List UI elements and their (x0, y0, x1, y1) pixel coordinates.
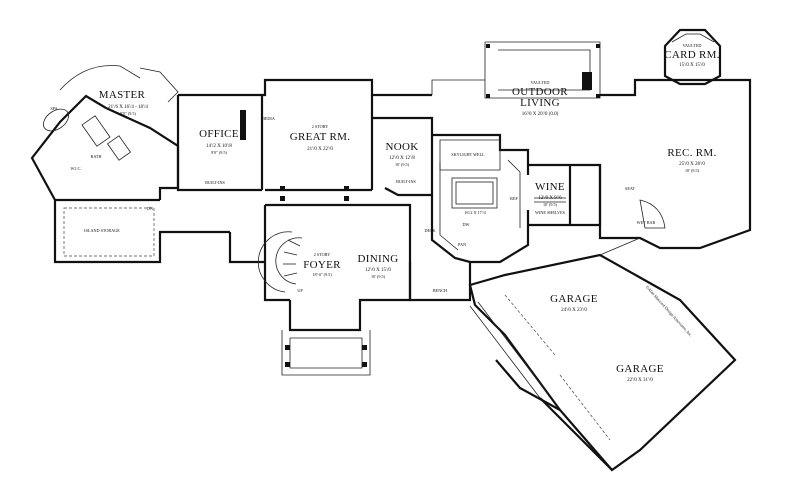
ref-label: REF (510, 196, 518, 201)
outdoor-note: VAULTED (531, 80, 550, 85)
closet-label: W.I.C. (71, 166, 82, 171)
skylight-well-label: SKYLIGHT WELL (451, 152, 485, 157)
outdoor-label-2: LIVING (520, 97, 560, 109)
rec-ceil: 10' (9.5) (685, 168, 700, 173)
room-wine: WINE 12'/0 X 9'/6 10' (9.5) (535, 181, 565, 207)
outdoor-label-1: OUTDOOR (512, 86, 568, 98)
kitchen-dim: 16'/2 X 17'/4 (464, 210, 486, 215)
master-dim: 21'/6 X 16'/4 - 18'/4 (108, 105, 148, 110)
room-outdoor-living: VAULTED OUTDOOR LIVING 16'/0 X 20'/0 (0.… (512, 80, 568, 117)
garage1-label: GARAGE (550, 293, 598, 305)
rec-dim: 25'/0 X 28'/0 (679, 162, 705, 167)
card-note: VAULTED (683, 43, 702, 48)
office-ceil: 9'0" (9.5) (211, 150, 227, 155)
spa-label: SPA (50, 106, 57, 111)
stair-up-label: UP (297, 288, 303, 293)
bath-label: BATH (91, 154, 102, 159)
wine-dim: 12'/0 X 9'/6 (538, 196, 562, 201)
nook-dim: 12'/0 X 12'/8 (389, 156, 415, 161)
built-ins-label-nook: BUILT-INS (396, 179, 416, 184)
wine-ceil: 10' (9.5) (543, 202, 558, 207)
room-great: 2 STORY GREAT RM. 21'/0 X 22'/0 (290, 124, 351, 152)
great-label: GREAT RM. (290, 131, 351, 143)
wine-shelves-label: WINE SHELVES (535, 210, 566, 215)
foyer-ceil: 18'-0" (9.5) (312, 272, 332, 277)
room-kitchen: 16'/2 X 17'/4 (464, 210, 486, 215)
nook-label: NOOK (386, 141, 419, 153)
office-label: OFFICE (199, 128, 239, 140)
interior-detail (43, 44, 666, 441)
master-label: MASTER (99, 89, 146, 101)
island-storage-label: ISLAND STORAGE (84, 228, 120, 233)
wet-bar-label: WET BAR (637, 220, 656, 225)
room-card: VAULTED CARD RM. 15'/0 X 15'/0 (664, 43, 720, 68)
room-dining: DINING 12'/0 X 15'/0 10' (9.5) (358, 253, 399, 279)
dining-ceil: 10' (9.5) (371, 274, 386, 279)
nook-ceil: 10' (9.5) (395, 162, 410, 167)
dining-label: DINING (358, 253, 399, 265)
drive-stripes (469, 301, 549, 399)
dining-dim: 12'/0 X 15'/0 (365, 268, 391, 273)
foyer-story: 2 STORY (314, 252, 331, 257)
garage2-dim: 22'/0 X 31'/0 (627, 378, 653, 383)
wine-label: WINE (535, 181, 565, 193)
pan-label: PAN (458, 242, 466, 247)
media-label: MEDIA (261, 116, 275, 121)
room-garage-2: GARAGE 22'/0 X 31'/0 (616, 363, 664, 383)
bench-label: BENCH (433, 288, 447, 293)
room-nook: NOOK 12'/0 X 12'/8 10' (9.5) (386, 141, 419, 167)
seat-label: SEAT (625, 186, 635, 191)
master-ceil: 9'0" (9.5) (120, 111, 136, 116)
room-foyer: 2 STORY FOYER 18'-0" (9.5) (303, 252, 341, 277)
garage1-dim: 24'/0 X 23'/0 (561, 308, 587, 313)
desk-label: DESK (425, 228, 436, 233)
garage2-label: GARAGE (616, 363, 664, 375)
office-dim: 14'/2 X 10'/8 (206, 144, 232, 149)
stair-dn-label: DN (147, 206, 153, 211)
great-story: 2 STORY (312, 124, 329, 129)
room-garage-1: GARAGE 24'/0 X 23'/0 (550, 293, 598, 313)
built-ins-label: BUILT-INS (205, 180, 225, 185)
foyer-label: FOYER (303, 259, 341, 271)
room-office: OFFICE 14'/2 X 10'/8 9'0" (9.5) (199, 128, 239, 155)
rec-label: REC. RM. (667, 147, 716, 159)
great-dim: 21'/0 X 22'/0 (307, 147, 333, 152)
room-master: MASTER 21'/6 X 16'/4 - 18'/4 9'0" (9.5) (99, 89, 149, 116)
dw-label: DW (463, 222, 470, 227)
room-rec: REC. RM. 25'/0 X 28'/0 10' (9.5) (667, 147, 716, 173)
outdoor-dim: 16'/0 X 20'/0 (0.0) (522, 112, 559, 117)
card-dim: 15'/0 X 15'/0 (679, 63, 705, 68)
card-label: CARD RM. (664, 49, 720, 61)
